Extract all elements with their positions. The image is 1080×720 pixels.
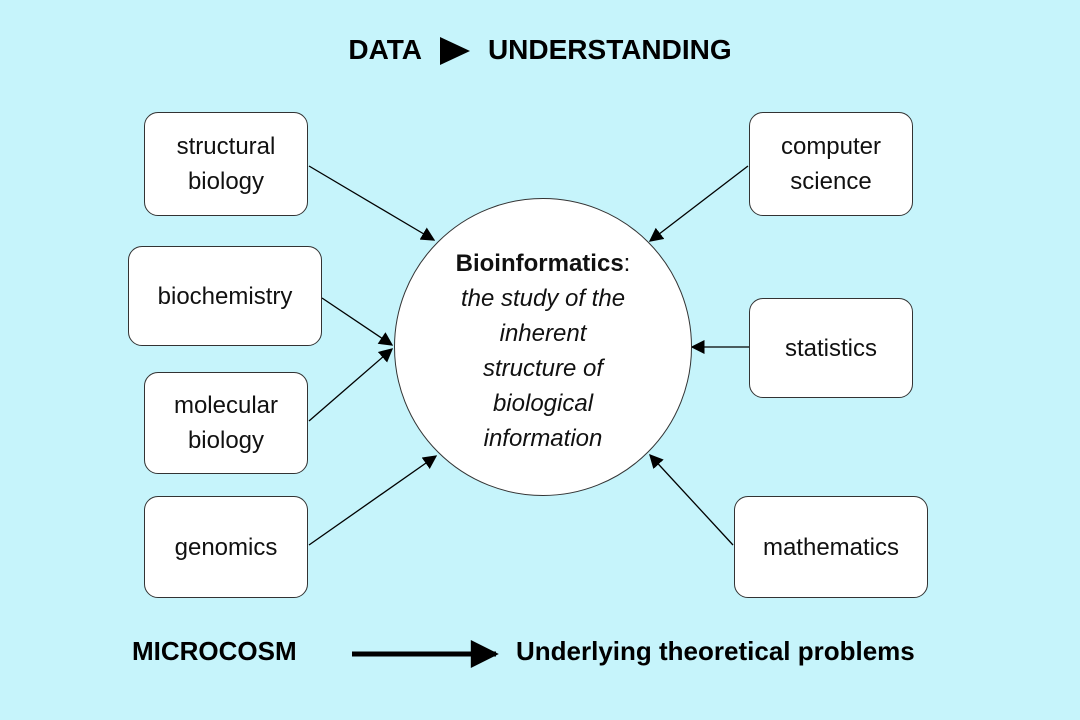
field-box-mathematics: mathematics [734,496,928,598]
field-box-computer-science: computer science [749,112,913,216]
footer-theoretical-problems: Underlying theoretical problems [516,636,915,666]
bioinformatics-circle [394,198,692,496]
arrow-genomics-to-center [308,455,438,546]
arrow-computer-to-center [648,165,749,242]
center-heading-line: Bioinformatics: [394,246,692,281]
field-box-structural-biology: structural biology [144,112,308,216]
center-heading-colon: : [623,250,631,277]
arrow-mathematics-to-center [649,453,734,546]
title-understanding: UNDERSTANDING [487,34,732,65]
footer-microcosm: MICROCOSM [132,636,297,666]
field-box-biochemistry: biochemistry [128,246,322,346]
arrow-molecular-to-center [308,348,394,422]
bioinformatics-definition: Bioinformatics: the study of the inheren… [394,246,692,456]
field-box-statistics: statistics [749,298,913,398]
center-definition-text: the study of the inherent structure of b… [460,285,626,452]
arrow-biochemistry-to-center [321,297,394,346]
arrow-structural-to-center [308,165,436,241]
center-heading: Bioinformatics [455,250,624,277]
title-data: DATA [348,34,422,65]
field-box-molecular-biology: molecular biology [144,372,308,474]
field-box-genomics: genomics [144,496,308,598]
triangle-arrow-icon [439,37,470,65]
diagram-title: DATA UNDERSTANDING [0,30,1080,70]
